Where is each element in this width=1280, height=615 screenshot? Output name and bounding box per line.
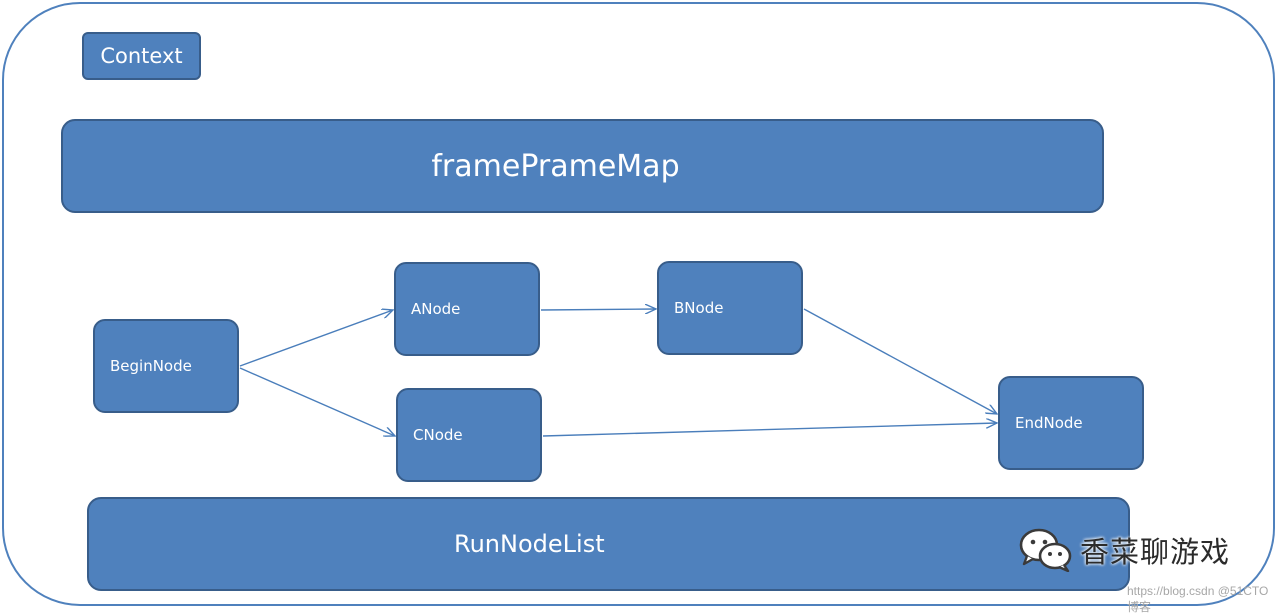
c-node-label: CNode <box>413 426 463 444</box>
b-node: BNode <box>657 261 803 355</box>
end-node-label: EndNode <box>1015 414 1083 432</box>
context-label: Context <box>100 44 183 68</box>
watermark-source: https://blog.csdn @51CTO博客 <box>1127 584 1269 614</box>
wechat-icon <box>1019 528 1072 572</box>
watermark-title: 香菜聊游戏 <box>1080 535 1231 569</box>
map-label: framePrameMap <box>431 148 680 184</box>
a-node: ANode <box>394 262 540 356</box>
frame-prame-map-box: framePrameMap <box>61 119 1104 213</box>
end-node: EndNode <box>998 376 1144 470</box>
a-node-label: ANode <box>411 300 461 318</box>
run-node-list-box: RunNodeList <box>87 497 1130 591</box>
begin-node-label: BeginNode <box>110 357 192 375</box>
c-node: CNode <box>396 388 542 482</box>
b-node-label: BNode <box>674 299 724 317</box>
watermark: 香菜聊游戏 <box>1018 528 1230 572</box>
begin-node: BeginNode <box>93 319 239 413</box>
list-label: RunNodeList <box>454 530 605 558</box>
context-box: Context <box>82 32 201 80</box>
